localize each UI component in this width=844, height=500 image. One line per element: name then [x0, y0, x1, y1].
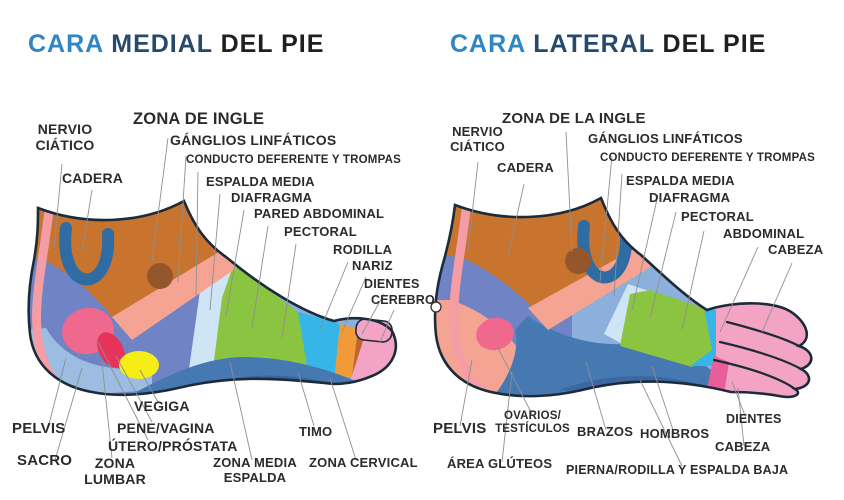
zone-green-band-right: [620, 290, 716, 367]
label-vegiga-left: VEGIGA: [134, 398, 190, 414]
zone-bladder-yellow-left: [119, 351, 159, 379]
label-pectoral-left: PECTORAL: [284, 224, 357, 239]
label-pared-abdominal-left: PARED ABDOMINAL: [254, 206, 385, 221]
label-diafragma-right: DIAFRAGMA: [649, 190, 731, 205]
label-zona-ingle-right: ZONA DE LA INGLE: [502, 110, 646, 127]
label-utero-prostata-left: ÚTERO/PRÓSTATA: [108, 438, 238, 454]
label-pene-vagina-left: PENE/VAGINA: [117, 420, 215, 436]
leader-lines: [47, 131, 793, 467]
label-nervio-ciatico-left: NERVIO CIÁTICO: [35, 121, 95, 154]
zone-hip-u-right: [577, 220, 633, 284]
label-conducto-left: CONDUCTO DEFERENTE Y TROMPAS: [186, 154, 401, 166]
label-cadera-right: CADERA: [497, 160, 554, 175]
label-pierna-right: PIERNA/RODILLA Y ESPALDA BAJA: [566, 463, 789, 477]
label-espalda-media-left: ESPALDA MEDIA: [206, 174, 315, 189]
zone-toes-pink-right: [716, 294, 812, 397]
label-ganglios-right: GÁNGLIOS LINFÁTICOS: [588, 131, 743, 146]
label-espalda-media-right: ESPALDA MEDIA: [626, 173, 735, 188]
left-title-word3: DEL PIE: [220, 30, 325, 58]
label-cabeza-bottom-right: CABEZA: [715, 439, 771, 454]
left-title: CARA MEDIAL DEL PIE: [28, 30, 324, 59]
zone-sciatic-stripe-right: [449, 198, 485, 393]
right-title-word3: DEL PIE: [662, 30, 767, 58]
label-ovarios-line1: OVARIOS/: [504, 410, 561, 422]
label-cerebro-left: CEREBRO: [371, 293, 435, 307]
zone-groin-circle-left: [147, 263, 173, 289]
label-ovarios-right: OVARIOS/ TESTÍCULOS: [490, 410, 575, 436]
label-zona-media-espalda-left: ZONA MEDIA ESPALDA: [213, 455, 297, 485]
zone-hip-u-left: [59, 222, 115, 286]
label-timo-left: TIMO: [299, 424, 333, 439]
label-brazos-right: BRAZOS: [577, 424, 634, 439]
right-title: CARA LATERAL DEL PIE: [450, 30, 766, 59]
label-abdominal-right: ABDOMINAL: [723, 226, 805, 241]
label-zona-lumbar-left: ZONA LUMBAR: [84, 455, 146, 488]
label-zona-ingle-left: ZONA DE INGLE: [133, 110, 265, 128]
label-dientes-left: DIENTES: [364, 277, 420, 291]
zone-espalda-band-left: [188, 248, 234, 376]
label-sacro-left: SACRO: [17, 452, 73, 469]
zone-ankle-orange-right: [434, 198, 650, 314]
label-ganglios-left: GÁNGLIOS LINFÁTICOS: [170, 132, 337, 148]
label-pelvis-right: PELVIS: [433, 420, 487, 437]
label-diafragma-left: DIAFRAGMA: [231, 190, 313, 205]
label-rodilla-left: RODILLA: [333, 242, 393, 257]
left-title-word2: MEDIAL: [111, 30, 213, 58]
label-nariz-left: NARIZ: [352, 258, 393, 273]
small-circle-marker: [430, 301, 442, 313]
toe-separators-right: [712, 320, 803, 391]
zone-ovarios-ellipse-right: [476, 317, 514, 351]
right-title-word1: CARA: [450, 30, 526, 58]
label-ovarios-line2: TESTÍCULOS: [495, 423, 570, 436]
zone-orange-band-left: [334, 324, 358, 381]
label-pectoral-right: PECTORAL: [681, 209, 754, 224]
zone-magenta-sliver-right: [707, 356, 729, 394]
right-title-word2: LATERAL: [533, 30, 655, 58]
zone-ankle-orange-left: [28, 201, 234, 322]
label-pelvis-left: PELVIS: [12, 420, 66, 437]
label-zona-cervical-left: ZONA CERVICAL: [309, 455, 418, 470]
label-nervio-ciatico-right: NERVIO CIÁTICO: [450, 124, 505, 154]
zone-groin-circle-right: [565, 248, 591, 274]
zone-sole-right: [496, 316, 731, 395]
label-area-gluteos-right: ÁREA GLÚTEOS: [447, 456, 553, 471]
left-title-word1: CARA: [28, 30, 104, 58]
label-dientes-right: DIENTES: [726, 412, 782, 426]
foot-outline-left: [27, 199, 398, 397]
zone-cyan-band-left: [298, 312, 348, 380]
label-conducto-right: CONDUCTO DEFERENTE Y TROMPAS: [600, 152, 815, 164]
zone-salmon-band-left: [112, 250, 238, 340]
label-hombros-right: HOMBROS: [640, 426, 710, 441]
label-cadera-left: CADERA: [62, 170, 124, 186]
label-cabeza-top-right: CABEZA: [768, 242, 824, 257]
zone-green-band-left: [212, 263, 312, 376]
